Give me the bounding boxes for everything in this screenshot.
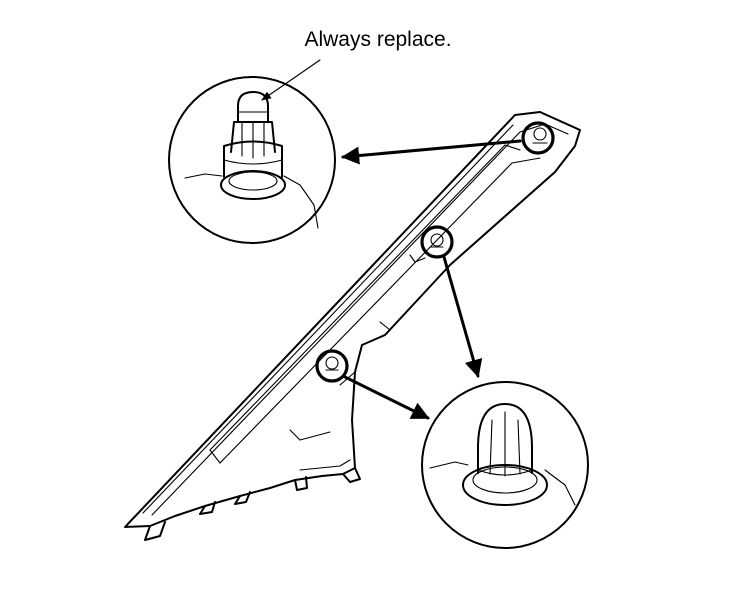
- pillar-trim-panel: [125, 112, 580, 540]
- arrow-lower-to-detail: [345, 377, 430, 418]
- callout-label: Always replace.: [304, 28, 452, 51]
- detail-view-lower: [422, 382, 588, 548]
- arrow-upper-to-detail: [341, 141, 520, 165]
- clip-location-middle: [422, 227, 452, 257]
- arrow-middle-to-detail: [444, 257, 483, 378]
- detail-view-upper: [169, 77, 335, 243]
- clip-location-lower: [317, 351, 347, 381]
- callout-leader-line: [261, 60, 320, 101]
- clip-location-upper: [523, 123, 553, 153]
